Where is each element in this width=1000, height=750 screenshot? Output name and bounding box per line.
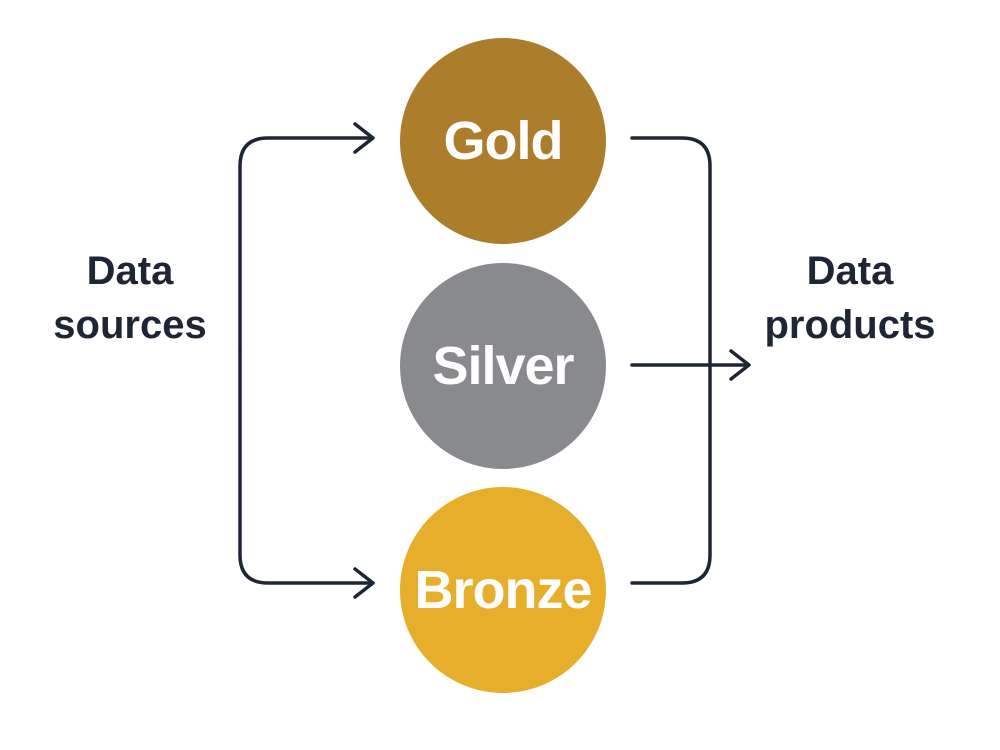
gold-node-label: Gold [443, 111, 564, 171]
silver-to-products-arrowhead [729, 349, 751, 381]
data-sources-line2: sources [53, 303, 207, 347]
data-sources-label: Data sources [10, 244, 250, 352]
data-products-line2: products [764, 303, 936, 347]
data-sources-line1: Data [86, 249, 174, 293]
sources-to-bronze-arrowhead [353, 567, 375, 599]
sources-to-gold-arrow [238, 136, 372, 352]
data-products-line1: Data [806, 249, 894, 293]
bronze-node: Bronze [400, 487, 606, 693]
silver-node-label: Silver [432, 336, 574, 396]
gold-node: Gold [400, 38, 606, 244]
silver-node: Silver [400, 263, 606, 469]
sources-to-gold-arrowhead [353, 122, 375, 154]
data-products-label: Data products [730, 244, 970, 352]
gold-to-products-connector [630, 136, 712, 585]
sources-to-bronze-arrow [238, 348, 372, 585]
bronze-node-label: Bronze [414, 560, 592, 620]
